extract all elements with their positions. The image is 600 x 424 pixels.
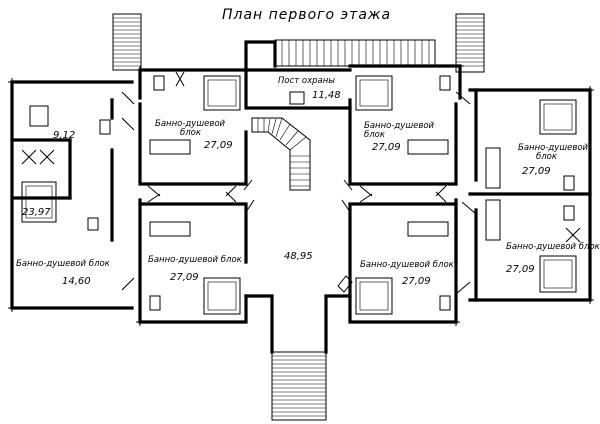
room-center-top-left: Банно-душевой блок 27,09: [155, 119, 233, 151]
stair-north-center: [274, 39, 436, 67]
room-east-top: Банно-душевой блок 27,09: [518, 143, 589, 177]
room-east-bottom: Банно-душевой блок 27,09: [506, 242, 600, 275]
outer-walls: [10, 40, 592, 354]
fixtures: [21, 71, 581, 315]
west-mid-area: 23,97: [22, 207, 51, 218]
ctl-area: 27,09: [204, 140, 233, 151]
et-label-2: блок: [536, 152, 558, 162]
hall-area: 48,95: [284, 251, 313, 262]
cbr-area: 27,09: [402, 276, 431, 287]
eb-area: 27,09: [506, 264, 535, 275]
guard-label: Пост охраны: [278, 76, 335, 86]
log-corners: [8, 65, 594, 326]
stair-north-east: [455, 13, 485, 73]
ctr-label-1: Банно-душевой: [364, 121, 435, 131]
cbl-area: 27,09: [170, 272, 199, 283]
ctr-area: 27,09: [372, 142, 401, 153]
ctl-label-2: блок: [180, 128, 202, 138]
plan-title: План первого этажа: [222, 7, 391, 23]
west-block-area: 14,60: [62, 276, 91, 287]
interior-stair: [251, 117, 311, 191]
west-block-label: Банно-душевой блок: [16, 259, 111, 269]
room-center-bottom-right: Банно-душевой блок 27,09: [360, 260, 455, 287]
room-center-top-right: Банно-душевой блок 27,09: [364, 121, 435, 153]
guard-area: 11,48: [312, 90, 341, 101]
stair-north-west: [112, 13, 142, 71]
stair-south: [271, 351, 327, 421]
et-label-1: Банно-душевой: [518, 143, 589, 153]
eb-label: Банно-душевой блок: [506, 242, 600, 252]
inner-walls: [10, 68, 592, 302]
cbl-label: Банно-душевой блок: [148, 255, 243, 265]
room-guard: Пост охраны 11,48: [278, 76, 341, 101]
ctl-label-1: Банно-душевой: [155, 119, 226, 129]
et-area: 27,09: [522, 166, 551, 177]
cbr-label: Банно-душевой блок: [360, 260, 455, 270]
doors: [121, 91, 477, 295]
room-center-bottom-left: Банно-душевой блок 27,09: [148, 255, 243, 283]
room-west: 9,12 23,97 Банно-душевой блок 14,60: [16, 130, 111, 287]
west-top-area: 9,12: [53, 130, 75, 141]
ctr-label-2: блок: [364, 130, 386, 140]
